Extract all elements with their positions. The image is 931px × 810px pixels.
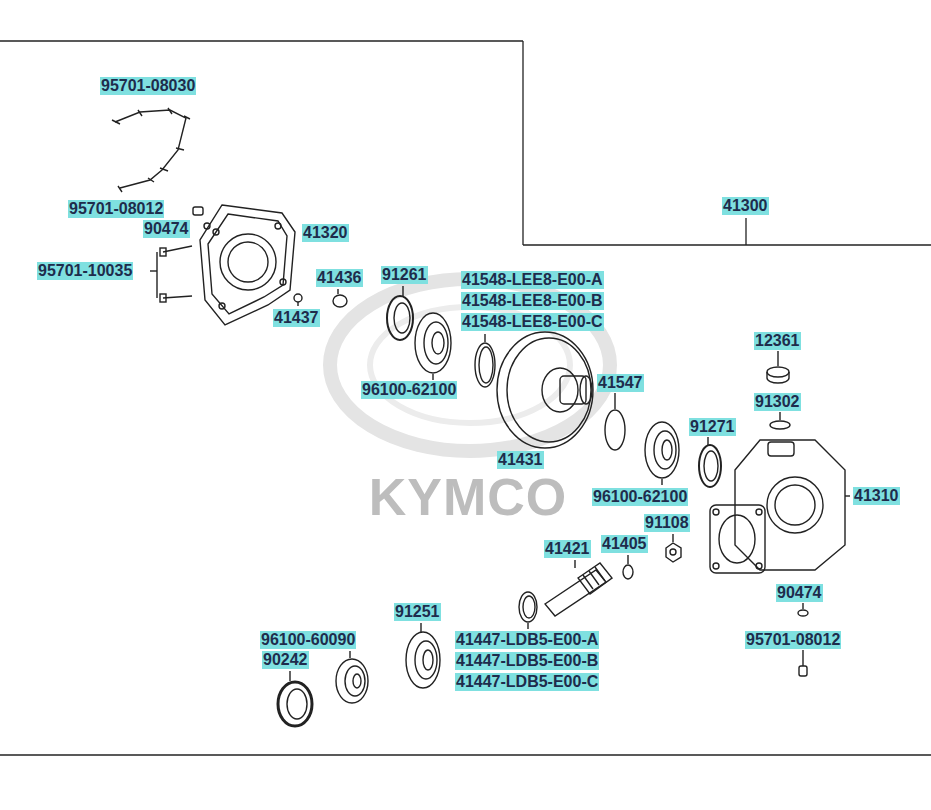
callout-number: 41548-LEE8-E00-A: [461, 271, 604, 289]
bearing: [336, 651, 368, 703]
callout-number: 91261: [381, 266, 428, 284]
shim: [519, 592, 537, 629]
callout-number: 41405: [601, 535, 648, 553]
oil-seal: [278, 671, 312, 726]
frame: [0, 41, 931, 755]
callout-number: 41548-LEE8-E00-C: [461, 313, 604, 331]
callout-number: 41431: [497, 451, 544, 469]
bolt: [193, 207, 210, 229]
callout-number: 91251: [394, 603, 441, 621]
callout-number: 41437: [273, 309, 320, 327]
ring-gear: [497, 332, 593, 448]
cover: [200, 205, 295, 325]
callout-number: 41447-LDB5-E00-B: [455, 652, 599, 670]
callout-number: 41310: [853, 487, 900, 505]
gear-housing: [710, 440, 850, 573]
bolt: [150, 246, 192, 302]
callout-number: 91302: [754, 393, 801, 411]
callout-number: 41447-LDB5-E00-A: [455, 631, 599, 649]
watermark-logo: [330, 279, 610, 451]
callout-number: 41436: [316, 269, 363, 287]
callout-number: 90474: [143, 220, 190, 238]
callout-number: 41547: [597, 374, 644, 392]
oil-seal: [387, 286, 413, 340]
pinion-gear: [545, 560, 612, 616]
callout-number: 41447-LDB5-E00-C: [455, 673, 599, 691]
bearing: [415, 313, 451, 380]
o-ring: [770, 412, 790, 429]
callout-number: 41300: [722, 197, 769, 215]
callout-number: 95701-08030: [100, 77, 196, 95]
o-ring: [294, 294, 302, 302]
bearing: [406, 623, 440, 688]
callout-number: 90474: [776, 584, 823, 602]
callout-number: 96100-60090: [260, 631, 356, 649]
callout-number: 95701-08012: [68, 200, 164, 218]
callout-number: 91271: [689, 418, 736, 436]
callout-number: 96100-62100: [592, 488, 688, 506]
callout-number: 90242: [262, 651, 309, 669]
circlip: [623, 555, 633, 579]
bearing: [645, 422, 679, 485]
callout-number: 12361: [754, 332, 801, 350]
callout-number: 96100-62100: [361, 381, 457, 399]
callout-number: 91108: [644, 514, 690, 532]
wire-harness: [112, 108, 190, 192]
callout-number: 41421: [544, 540, 591, 558]
shim: [475, 334, 495, 387]
callout-number: 41320: [302, 224, 349, 242]
callout-number: 95701-08012: [745, 631, 841, 649]
nut: [666, 534, 681, 562]
oil-seal: [699, 437, 721, 487]
callout-number: 95701-10035: [37, 262, 133, 280]
watermark: KYMCO: [369, 471, 568, 523]
circlip: [605, 393, 625, 450]
plug: [333, 289, 347, 307]
cap: [767, 351, 789, 383]
callout-number: 41548-LEE8-E00-B: [461, 292, 604, 310]
